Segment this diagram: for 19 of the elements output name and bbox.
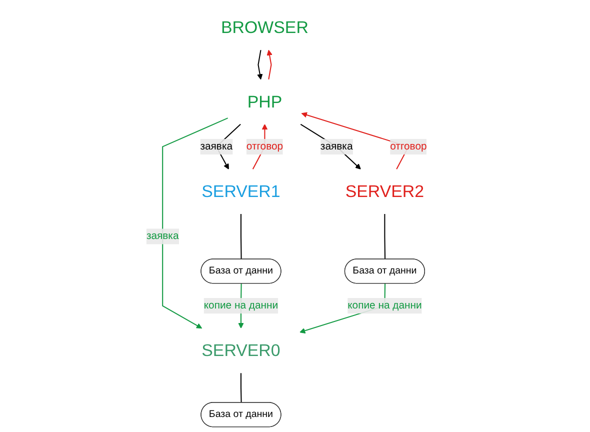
- arrow: [266, 50, 272, 80]
- edge-label: заявка: [146, 230, 179, 242]
- arrow: [162, 118, 228, 328]
- node-text: PHP: [247, 92, 282, 112]
- connector: [240, 214, 242, 260]
- connector: [240, 373, 242, 403]
- edge-label: копие на данни: [348, 300, 422, 311]
- edge-label: копие на данни: [204, 300, 278, 311]
- node-text: SERVER0: [202, 340, 280, 360]
- node-text: SERVER2: [345, 182, 424, 202]
- node-text: SERVER1: [202, 182, 280, 202]
- edge-label: отговор: [246, 140, 284, 152]
- arrow: [257, 50, 263, 80]
- connector: [384, 214, 386, 260]
- edge-label: заявка: [320, 140, 353, 152]
- edge-label: заявка: [200, 140, 233, 152]
- arrow: [300, 124, 361, 170]
- node-text: BROWSER: [221, 18, 308, 38]
- edge-label: отговор: [390, 140, 427, 152]
